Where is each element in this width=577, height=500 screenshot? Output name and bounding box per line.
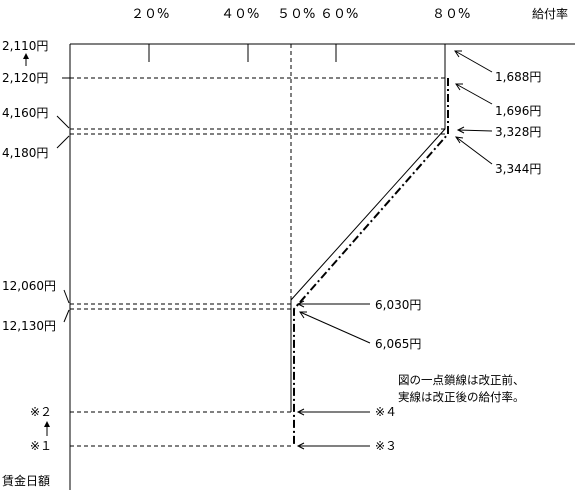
arrow-12130 [63, 309, 70, 323]
label-3328-yen: 3,328円 [495, 125, 541, 139]
arrow-r1-head [454, 50, 462, 58]
arrow-r2-head [455, 83, 463, 91]
arrow-12060 [63, 289, 70, 304]
arrow-r8-head [296, 442, 305, 450]
label-benefit-rate: 給付率 [532, 6, 568, 21]
label-12130-yen: 12,130円 [2, 319, 56, 333]
arrow-r3-head [456, 126, 465, 134]
label-2110-yen: 2,110円 [2, 39, 48, 53]
arrow-r5-head [296, 300, 305, 308]
label-1696-yen: 1,696円 [495, 104, 541, 118]
note-line-1: 図の一点鎖線は改正前、 [398, 373, 525, 387]
arrow-r1 [454, 50, 493, 73]
arrow-r4 [455, 136, 493, 165]
label-4180-yen: 4,180円 [2, 146, 48, 160]
arrow-r6-head [299, 311, 307, 319]
note-line-2: 実線は改正後の給付率。 [398, 390, 525, 404]
label-ref-4: ※４ [375, 405, 397, 419]
label-6030-yen: 6,030円 [375, 298, 421, 312]
label-1688-yen: 1,688円 [495, 70, 541, 84]
arrow-r6 [299, 311, 371, 344]
label-3344-yen: 3,344円 [495, 162, 541, 176]
pointer-2110-head [23, 53, 29, 59]
label-40-percent: ４０% [221, 7, 259, 22]
arrow-r4-head [454, 136, 464, 144]
arrow-r2 [455, 83, 493, 105]
label-2120-yen: 2,120円 [2, 71, 48, 85]
label-60-percent: ６０% [320, 7, 358, 22]
arrow-r7-head [296, 408, 305, 416]
rate-line-after-revision [290, 44, 446, 412]
arrow-r3 [457, 129, 493, 132]
rate-line-before-revision [293, 78, 449, 446]
arrow-4160 [56, 115, 70, 129]
label-ref-3: ※３ [375, 439, 397, 453]
label-ref-1: ※１ [30, 439, 52, 453]
pointer-ref-head [44, 421, 50, 427]
label-12060-yen: 12,060円 [2, 279, 56, 293]
arrow-4180 [56, 135, 70, 149]
label-80-percent: ８０% [432, 7, 470, 22]
label-4160-yen: 4,160円 [2, 106, 48, 120]
label-wage-daily-amount: 賃金日額 [2, 473, 50, 488]
label-6065-yen: 6,065円 [375, 337, 421, 351]
label-20-percent: ２０% [131, 7, 169, 22]
label-ref-2: ※２ [30, 405, 52, 419]
label-50-percent: ５０% [277, 7, 315, 22]
